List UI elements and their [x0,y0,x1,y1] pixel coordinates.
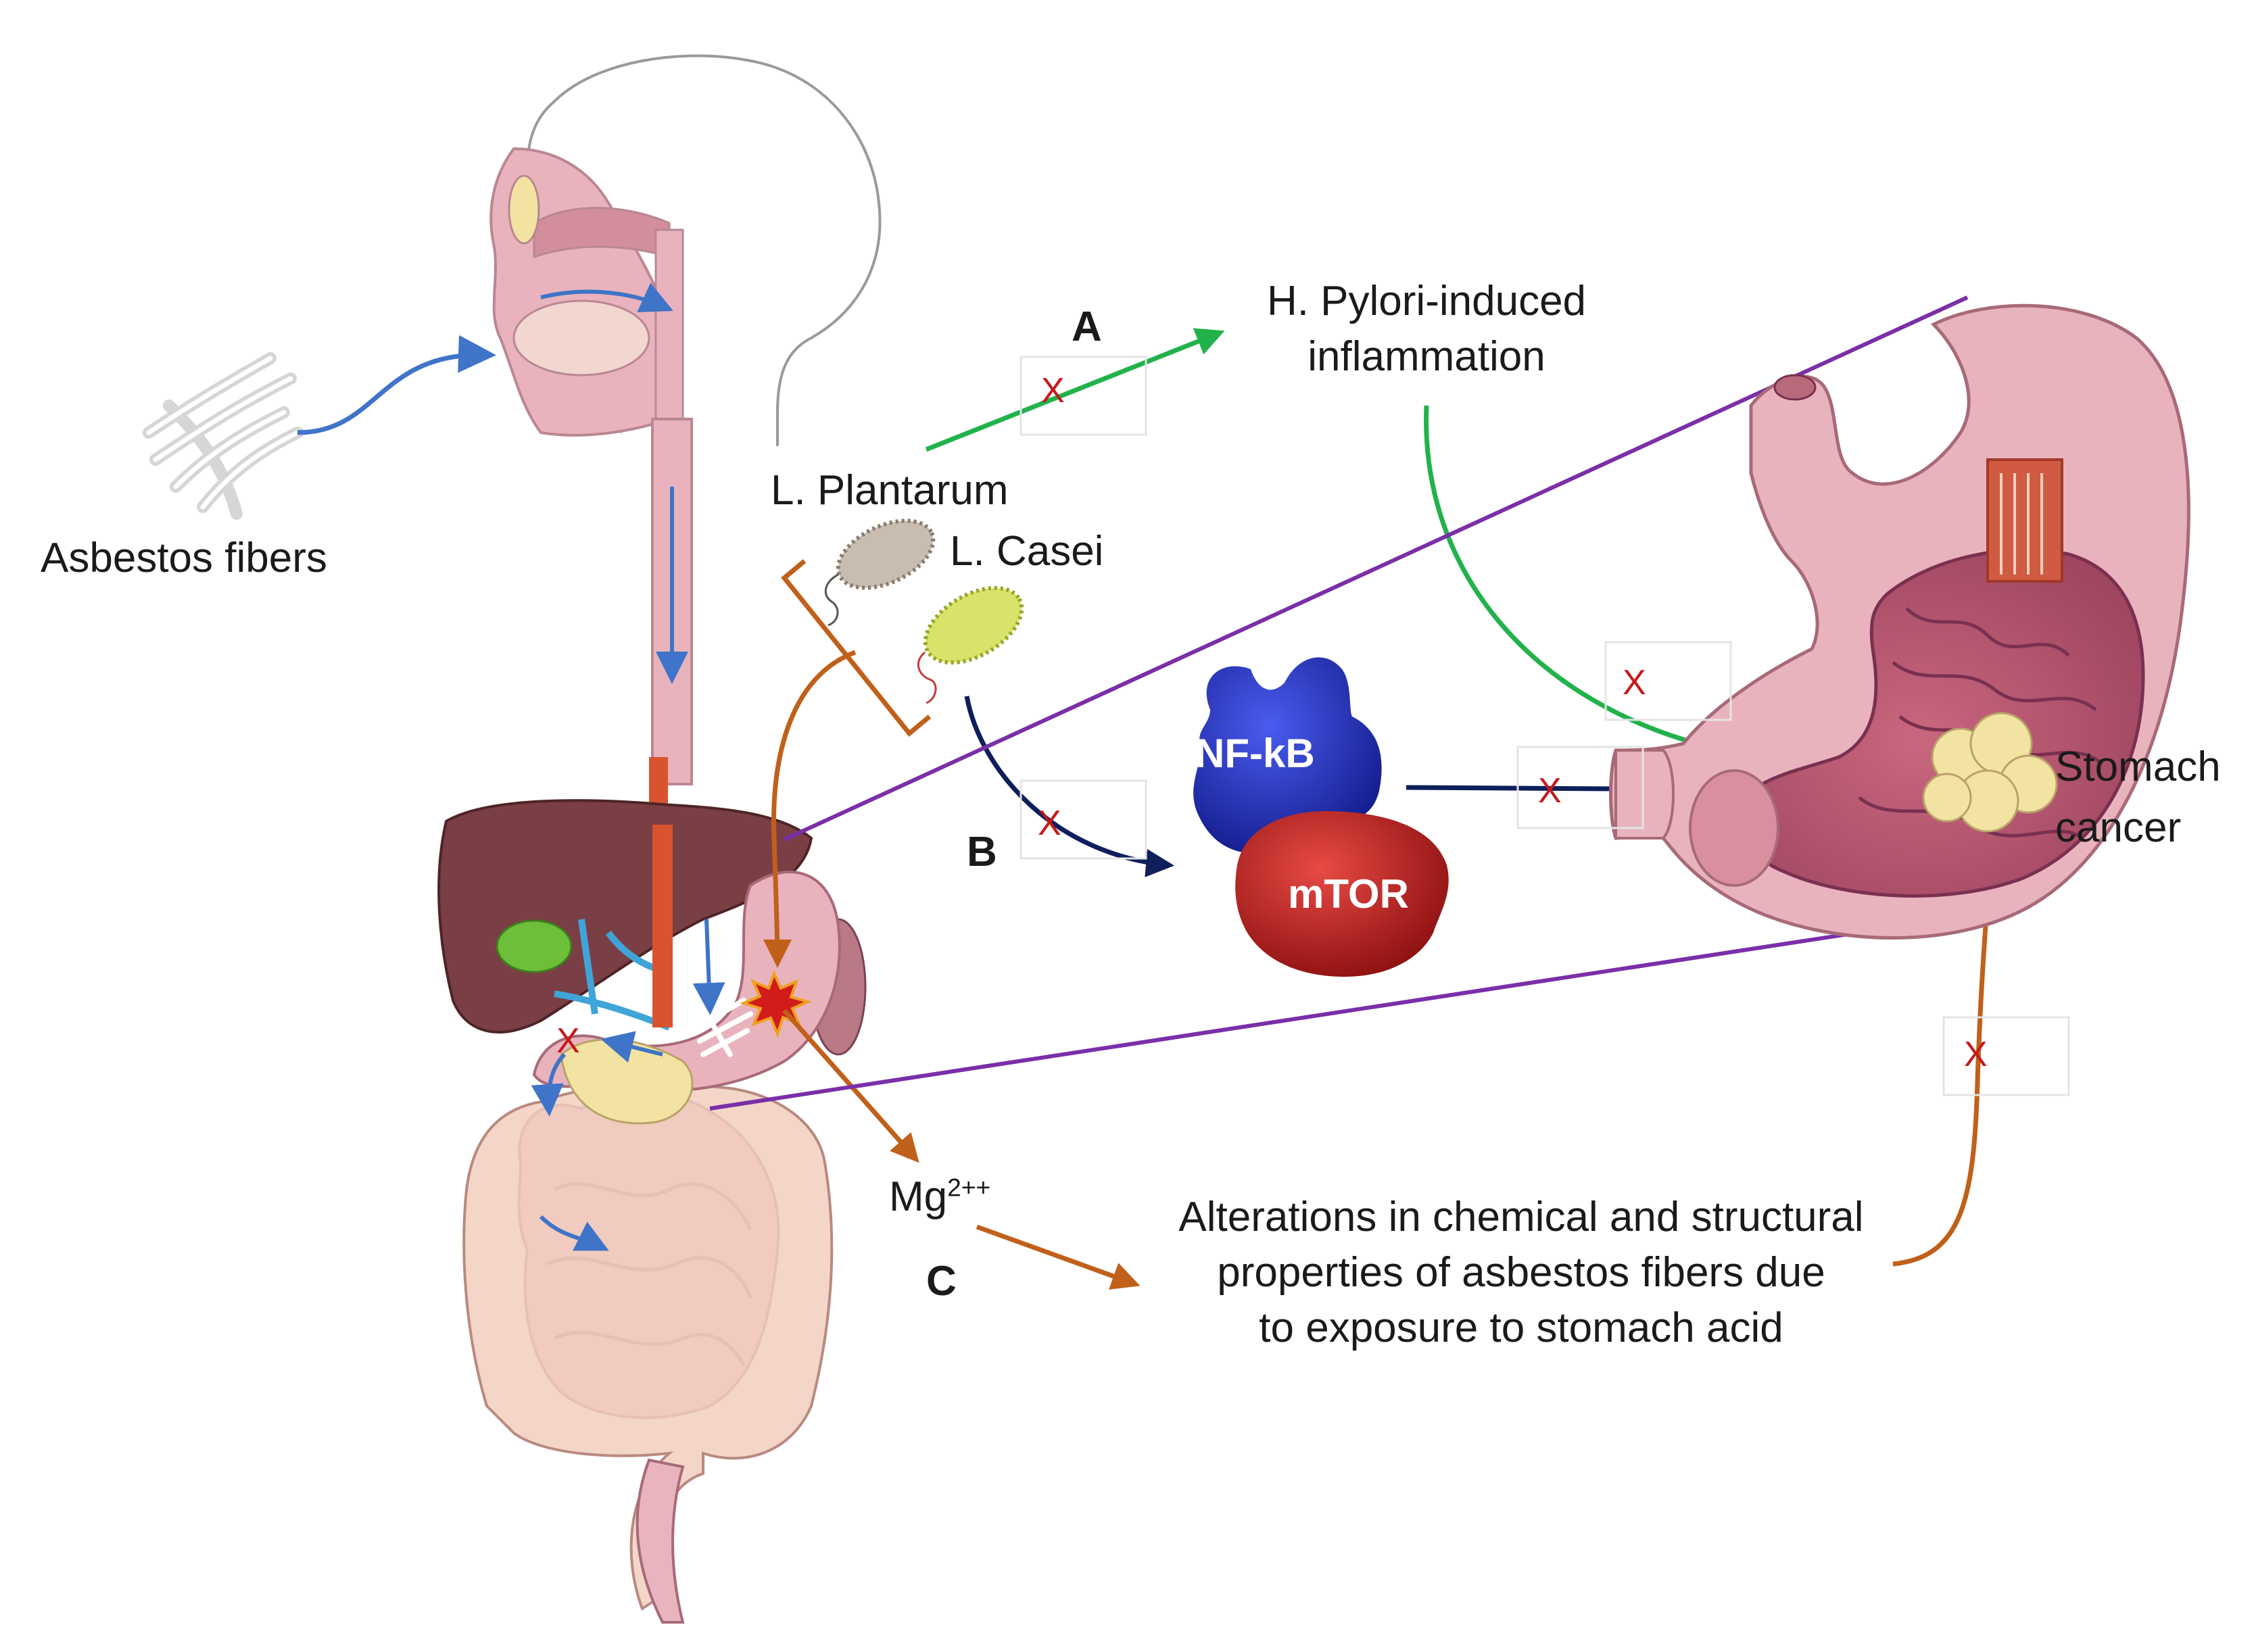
tongue [512,299,650,376]
intestine-arrow [539,1215,609,1251]
nose-cartilage [508,174,540,245]
inhibit-mark-nfkb: X [1538,771,1562,810]
inhibit-mark-inflammation: X [1623,663,1646,702]
l-plantarum-label: L. Plantarum [771,467,1009,514]
h-pylori-line-2: inflammation [1308,333,1545,380]
zoom-line-bottom [709,914,1968,1111]
mtor-label: mTOR [1288,871,1409,917]
esophageal-opening [1773,374,1817,401]
pharynx [654,228,684,434]
alteration-line-1: Alterations in chemical and structural [1178,1194,1864,1240]
pathway-a-arrow [925,328,1225,452]
pathway-b-label: B [967,829,997,875]
abdomen-illustration [437,799,867,1624]
mtor-protein-shape [1235,811,1449,977]
alteration-line-2: properties of asbestos fibers due [1217,1248,1825,1296]
magnesium-charge: 2++ [947,1173,991,1202]
gallbladder [496,919,573,973]
pathway-a-label: A [1072,303,1102,350]
inhibit-box-inflammation [1604,641,1732,721]
h-pylori-inflammation-label: H. Pylori-induced inflammation [1230,274,1623,385]
inhibit-mark-b: X [1038,804,1061,843]
inhibit-box-a [1020,356,1147,436]
pathway-c-label: C [926,1258,957,1305]
nfkb-protein-shape [1193,657,1382,854]
magnesium-symbol: Mg [889,1173,948,1220]
liver [437,799,813,1034]
inhibit-box-alteration [1942,1016,2070,1096]
muscle-stripes [2000,473,2043,575]
l-casei-label: L. Casei [950,528,1104,575]
muscle-layer [1986,458,2063,583]
h-pylori-line-1: H. Pylori-induced [1266,278,1587,324]
gastric-flow-arrow [692,919,725,1015]
jejunum-flow-arrow [531,1052,567,1117]
stomach-tumor [1922,712,2058,833]
asbestos-fibers-icon [143,352,304,520]
large-intestine [462,1083,834,1611]
bacteria-plantarum [824,518,936,627]
alteration-line-3: to exposure to stomach acid [1259,1304,1783,1351]
bacteria-casei [917,585,1024,704]
rectum [636,1458,685,1624]
stomach-cancer-line-2: cancer [2055,804,2182,851]
duodenum-flow-arrow [600,1031,663,1063]
probiotic-to-stomach-arrow [763,650,857,968]
nfkb-label: NF-kB [1195,731,1315,776]
airflow-arrow [540,283,673,312]
inhibit-mark-alteration: X [1964,1035,1988,1074]
duodenum-stub [1614,749,1675,840]
inhibit-box-nfkb [1516,746,1644,829]
aorta [652,825,673,1027]
stomach-cancer-line-1: Stomach [2055,744,2221,790]
stomach-to-mg-arrow [782,1009,919,1163]
stomach-detail-illustration [1609,303,2190,940]
inhibit-mark-a: X [1041,371,1065,410]
mg-to-alteration-arrow [976,1224,1141,1290]
mucosa-folds [1858,607,2104,840]
head-illustration [489,54,882,446]
inhalation-arrow [297,335,496,435]
asbestos-fibers-label: Asbestos fibers [41,535,327,581]
pyloric-sphincter [1689,769,1779,887]
stomach-cancer-label: Stomach cancer [2055,737,2221,858]
inhibit-box-b [1020,779,1147,860]
pathway-b-arrow [964,696,1174,877]
esophagus-illustration [649,418,693,825]
inhibit-mark-duodenum: X [556,1021,580,1061]
asbestos-alteration-label: Alterations in chemical and structural p… [1116,1190,1927,1355]
magnesium-label: Mg2++ [889,1173,990,1221]
